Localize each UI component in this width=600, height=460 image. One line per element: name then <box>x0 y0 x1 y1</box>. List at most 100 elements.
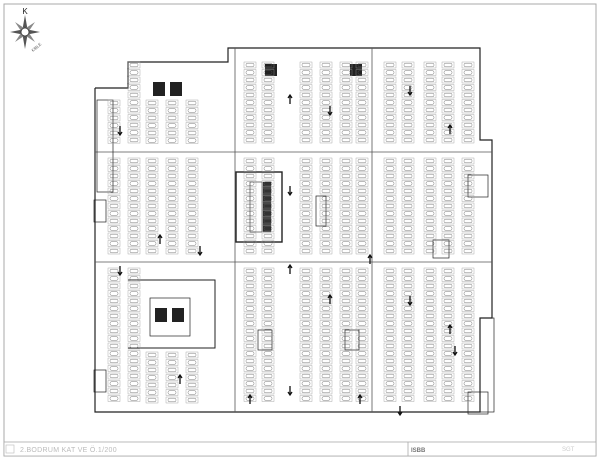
car-icon <box>321 389 331 394</box>
parking-stall <box>243 129 257 136</box>
car-icon <box>147 375 157 380</box>
car-icon <box>109 396 119 401</box>
parking-stall <box>441 210 455 217</box>
parking-stall <box>243 327 257 335</box>
parking-stall <box>441 290 455 297</box>
car-icon <box>129 211 139 216</box>
car-icon <box>109 291 119 296</box>
parking-stall <box>383 342 397 350</box>
car-icon <box>443 77 453 82</box>
car-icon <box>301 218 311 223</box>
car-icon <box>403 321 413 326</box>
car-icon <box>321 100 331 105</box>
car-icon <box>245 276 255 281</box>
car-icon <box>245 389 255 394</box>
parking-stall <box>339 210 353 217</box>
car-icon <box>357 291 367 296</box>
parking-stall <box>107 114 121 122</box>
car-icon <box>463 218 473 223</box>
parking-stall <box>339 106 353 114</box>
car-icon <box>263 92 273 97</box>
parking-stall <box>107 275 121 282</box>
parking-stall <box>243 210 257 217</box>
car-icon <box>425 291 435 296</box>
car-icon <box>341 92 351 97</box>
car-icon <box>425 188 435 193</box>
parking-stall <box>127 165 141 172</box>
parking-stall <box>127 290 141 297</box>
parking-stall <box>261 84 275 91</box>
car-icon <box>187 123 197 128</box>
car-icon <box>109 211 119 216</box>
car-icon <box>129 130 139 135</box>
car-icon <box>443 63 453 68</box>
parking-stall <box>261 342 275 350</box>
car-icon <box>263 233 273 238</box>
car-icon <box>301 233 311 238</box>
car-icon <box>263 366 273 371</box>
parking-stall <box>423 99 437 106</box>
parking-stall <box>319 187 333 195</box>
parking-stall <box>423 232 437 240</box>
parking-stall <box>127 217 141 225</box>
parking-stall <box>423 247 437 255</box>
parking-stall <box>383 267 397 275</box>
car-icon <box>357 218 367 223</box>
car-icon <box>301 181 311 186</box>
parking-stall <box>423 114 437 121</box>
parking-stall <box>383 69 397 76</box>
parking-stall <box>299 240 313 247</box>
parking-stall <box>261 372 275 380</box>
parking-stall <box>299 136 313 144</box>
parking-stall <box>339 165 353 172</box>
parking-stall <box>339 305 353 312</box>
parking-stall <box>319 267 333 275</box>
parking-stall <box>145 217 159 225</box>
parking-stall <box>185 217 199 225</box>
car-icon <box>109 196 119 201</box>
car-icon <box>129 329 139 334</box>
parking-stall <box>441 61 455 69</box>
car-icon <box>301 366 311 371</box>
car-icon <box>245 115 255 120</box>
direction-arrow-icon <box>327 293 333 304</box>
car-icon <box>301 381 311 386</box>
parking-stall <box>441 69 455 76</box>
parking-stall <box>243 320 257 327</box>
parking-stall <box>243 282 257 290</box>
car-icon <box>147 218 157 223</box>
parking-stall <box>243 114 257 121</box>
parking-stall <box>165 359 179 366</box>
parking-stall <box>243 267 257 275</box>
parking-stall <box>261 232 275 240</box>
car-icon <box>245 203 255 208</box>
parking-stall <box>355 342 369 350</box>
parking-stall <box>383 61 397 69</box>
parking-stall <box>145 129 159 137</box>
parking-stall <box>127 202 141 210</box>
parking-stall <box>355 267 369 275</box>
parking-stall <box>299 305 313 312</box>
car-icon <box>385 248 395 253</box>
car-icon <box>321 115 331 120</box>
parking-stall <box>355 240 369 247</box>
car-icon <box>463 77 473 82</box>
car-icon <box>263 107 273 112</box>
parking-stall <box>461 121 475 129</box>
car-icon <box>357 196 367 201</box>
parking-stall <box>401 232 415 240</box>
car-icon <box>385 203 395 208</box>
car-icon <box>357 85 367 90</box>
parking-stall <box>339 247 353 255</box>
parking-stall <box>355 395 369 402</box>
parking-stall <box>319 282 333 290</box>
car-icon <box>245 137 255 142</box>
parking-stall <box>423 240 437 247</box>
car-icon <box>357 122 367 127</box>
parking-stall <box>299 114 313 121</box>
car-icon <box>109 218 119 223</box>
parking-stall <box>355 172 369 180</box>
car-icon <box>263 336 273 341</box>
car-icon <box>341 306 351 311</box>
car-icon <box>357 173 367 178</box>
